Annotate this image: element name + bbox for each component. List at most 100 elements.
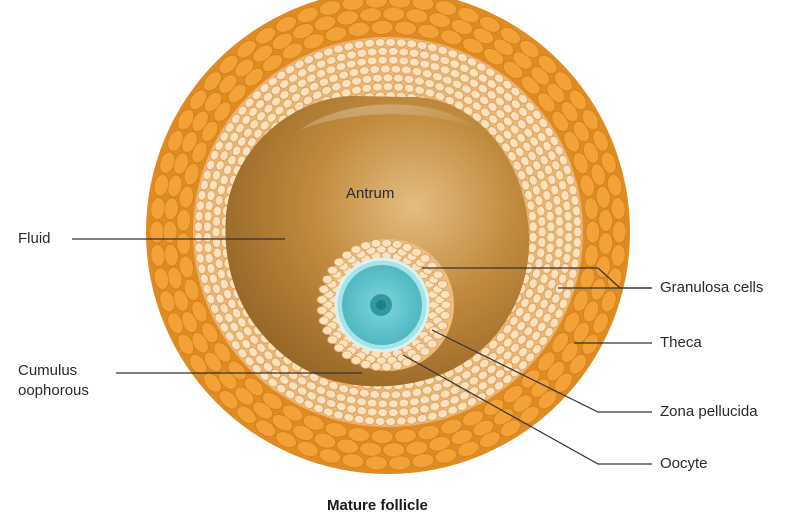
cell: [412, 248, 422, 256]
cell: [372, 74, 383, 83]
cell: [391, 65, 401, 73]
oocyte: [336, 259, 428, 351]
cell: [380, 391, 390, 399]
fluid-label: Fluid: [18, 230, 51, 248]
cell: [529, 222, 537, 232]
cell: [547, 222, 555, 232]
theca-label: Theca: [660, 334, 702, 352]
cell: [194, 232, 202, 242]
cell: [440, 312, 450, 320]
cell: [383, 74, 393, 82]
cell: [375, 417, 385, 425]
cell: [396, 39, 407, 48]
cell: [386, 418, 396, 426]
cell: [388, 56, 398, 64]
cell: [388, 47, 398, 55]
cell: [440, 291, 450, 299]
cell: [612, 221, 626, 243]
cell: [392, 362, 402, 370]
cell: [573, 216, 582, 226]
cell: [547, 232, 555, 242]
cell: [342, 351, 352, 359]
cell: [342, 251, 352, 259]
cell: [529, 232, 537, 242]
cell: [371, 240, 381, 248]
cell: [317, 296, 327, 304]
cell: [538, 227, 546, 237]
cell: [328, 266, 338, 274]
cell: [537, 216, 546, 227]
cell: [372, 83, 383, 92]
cell: [393, 74, 404, 83]
cell: [371, 20, 393, 35]
cell: [319, 317, 329, 325]
cell: [383, 7, 405, 22]
cell: [323, 327, 333, 335]
cell: [402, 244, 412, 252]
cell: [375, 38, 385, 46]
cell: [378, 408, 388, 416]
cumulus-label-line1: Cumulus: [18, 362, 77, 380]
cell: [371, 363, 381, 371]
cell: [334, 258, 344, 266]
cell: [420, 255, 430, 263]
cell: [438, 280, 448, 288]
cell: [433, 271, 443, 279]
cell: [369, 65, 380, 74]
cell: [203, 232, 211, 242]
cell: [441, 301, 451, 309]
cell: [388, 400, 398, 408]
cell: [194, 222, 202, 232]
cell: [388, 408, 398, 416]
cell: [564, 232, 572, 242]
cell: [393, 83, 404, 92]
zona-pellucida-label: Zona pellucida: [660, 403, 758, 421]
cell: [150, 221, 164, 243]
cell: [564, 222, 572, 232]
cell: [361, 242, 371, 250]
cell: [334, 344, 344, 352]
cell: [391, 391, 401, 399]
cell: [380, 65, 390, 73]
cell: [163, 221, 177, 243]
cell: [212, 227, 220, 237]
cell: [386, 38, 396, 46]
cell: [586, 221, 600, 243]
cell: [392, 240, 402, 248]
cell: [317, 306, 327, 314]
cell: [438, 322, 448, 330]
cell: [351, 246, 361, 254]
cell: [371, 429, 393, 444]
cell: [351, 356, 361, 364]
oocyte-label: Oocyte: [660, 455, 708, 473]
cell: [427, 262, 437, 270]
cell: [195, 211, 204, 222]
cell: [319, 285, 329, 293]
cell: [203, 222, 211, 232]
cell: [420, 348, 430, 356]
cell: [378, 400, 388, 408]
cell: [195, 242, 204, 253]
figure-caption: Mature follicle: [327, 497, 428, 514]
cell: [212, 216, 221, 226]
cell: [573, 237, 582, 247]
cell: [369, 390, 380, 399]
cell: [556, 227, 564, 237]
cell: [396, 417, 407, 426]
cumulus-label-line2: oophorous: [18, 382, 89, 400]
cell: [574, 227, 582, 237]
cell: [361, 360, 371, 368]
antrum-label: Antrum: [346, 185, 394, 202]
cell: [383, 83, 393, 91]
cell: [383, 443, 405, 458]
cell: [555, 237, 564, 247]
cell: [328, 336, 338, 344]
cell: [382, 363, 392, 371]
cell: [323, 276, 333, 284]
granulosa-label: Granulosa cells: [660, 279, 763, 297]
cell: [555, 216, 564, 226]
cell: [378, 56, 388, 64]
cell: [378, 47, 388, 55]
